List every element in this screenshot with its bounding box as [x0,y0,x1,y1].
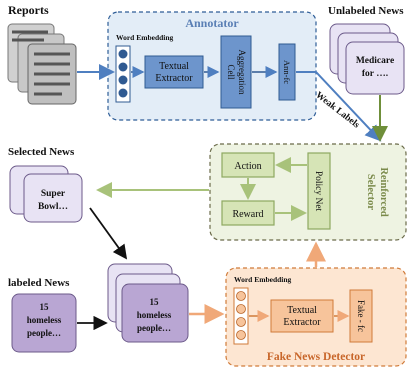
action-label: Action [234,161,261,172]
policy-net-label: Policy Net [313,171,323,212]
fake-fc-box [349,289,373,343]
unlabeled-news-card-line2: for …. [362,69,388,79]
annotator-embedding-vector [115,45,131,103]
weak-labels-label: Weak Labels [313,90,361,130]
unlabeled-news-card-line1: Medicare [356,56,394,66]
aggregation-cell-box [220,35,252,109]
selector-title-line1: Reinforced [378,167,389,217]
detector-textual-extractor-line1: Textual [287,305,317,316]
detector-word-embedding-label: Word Embedding [234,275,292,284]
selected-news-stack-icon [9,165,83,223]
unlabeled-news-stack-icon [329,23,405,95]
reports-stack-icon [7,23,77,105]
labeled-news-label: labeled News [8,277,70,289]
reward-box [221,200,275,226]
annotator-textual-extractor-line1: Textual [159,61,189,72]
selected-news-card-line2: Bowl… [38,202,68,212]
annotator-textual-extractor-line2: Extractor [155,73,193,84]
reports-label: Reports [8,3,49,17]
annotator-textual-extractor [144,55,204,89]
detector-textual-extractor [270,299,334,333]
action-box [221,152,275,178]
training-card-line3: people… [137,323,171,333]
aggregation-cell-line2: Cell [226,65,236,80]
labeled-news-card-line3: people… [27,328,61,338]
arrow-selected-to-training-set [89,207,128,260]
labeled-news-card-line2: homeless [27,315,62,325]
policy-net-box [307,152,331,230]
training-news-stack-icon [107,263,189,343]
detector-title: Fake News Detector [267,351,365,363]
ann-fc-label: Ann-fc [282,60,292,84]
labeled-news-card-line1: 15 [40,302,50,312]
arrow-annotator-to-selector [296,71,382,142]
training-card-line2: homeless [137,310,172,320]
selected-news-label: Selected News [8,146,75,158]
aggregation-cell-line1: Aggregation [237,50,247,95]
selected-news-card-line1: Super [41,189,66,199]
selector-title-line2: Selector [365,174,376,210]
reward-label: Reward [232,209,263,220]
detector-textual-extractor-line2: Extractor [283,317,321,328]
ann-fc-box [278,43,296,101]
labeled-news-card [11,293,77,353]
fake-fc-label: Fake - fc [356,300,366,332]
training-card-line1: 15 [150,297,160,307]
annotator-title: Annotator [185,16,239,30]
unlabeled-news-label: Unlabeled News [328,5,404,17]
detector-embedding-vector [233,287,249,345]
annotator-word-embedding-label: Word Embedding [116,33,174,42]
